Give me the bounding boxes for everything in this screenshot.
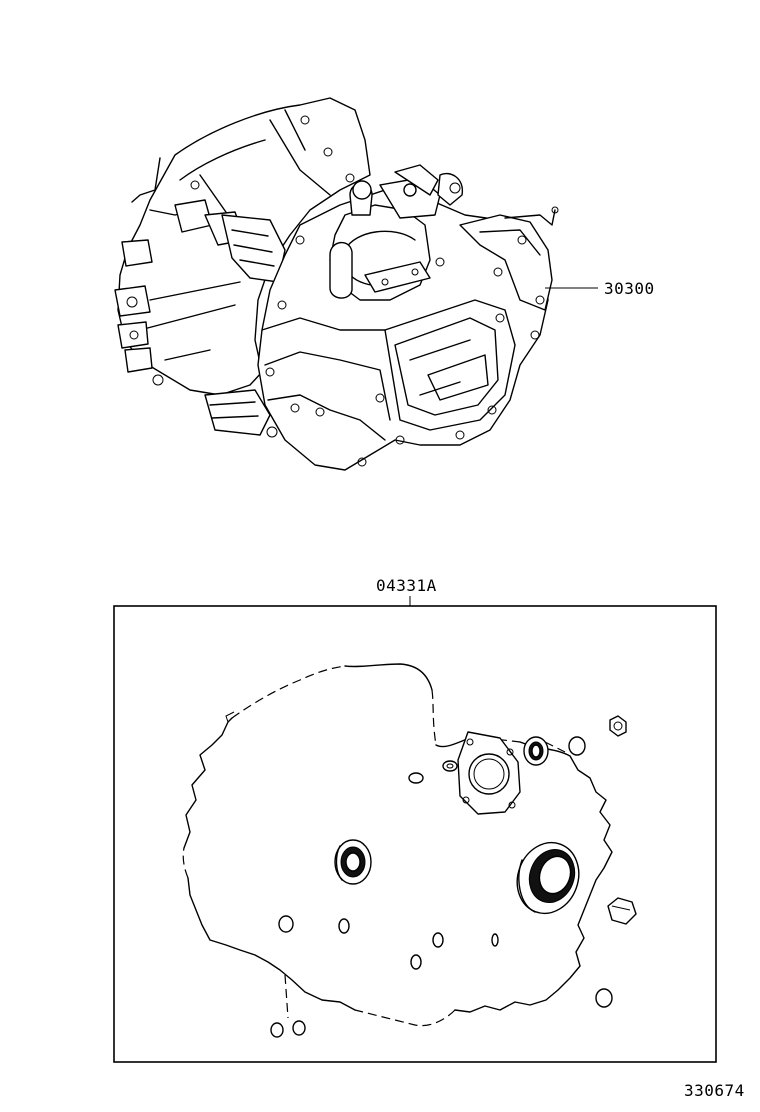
gasket-kit-drawing — [182, 663, 637, 1038]
transaxle-assembly-drawing — [114, 97, 598, 471]
assembly-part-number-label: 30300 — [604, 279, 655, 298]
gasket-kit-frame — [113, 605, 717, 1063]
diagram-id-label: 330674 — [684, 1081, 745, 1100]
gasket-kit-part-number-label: 04331A — [376, 576, 437, 595]
